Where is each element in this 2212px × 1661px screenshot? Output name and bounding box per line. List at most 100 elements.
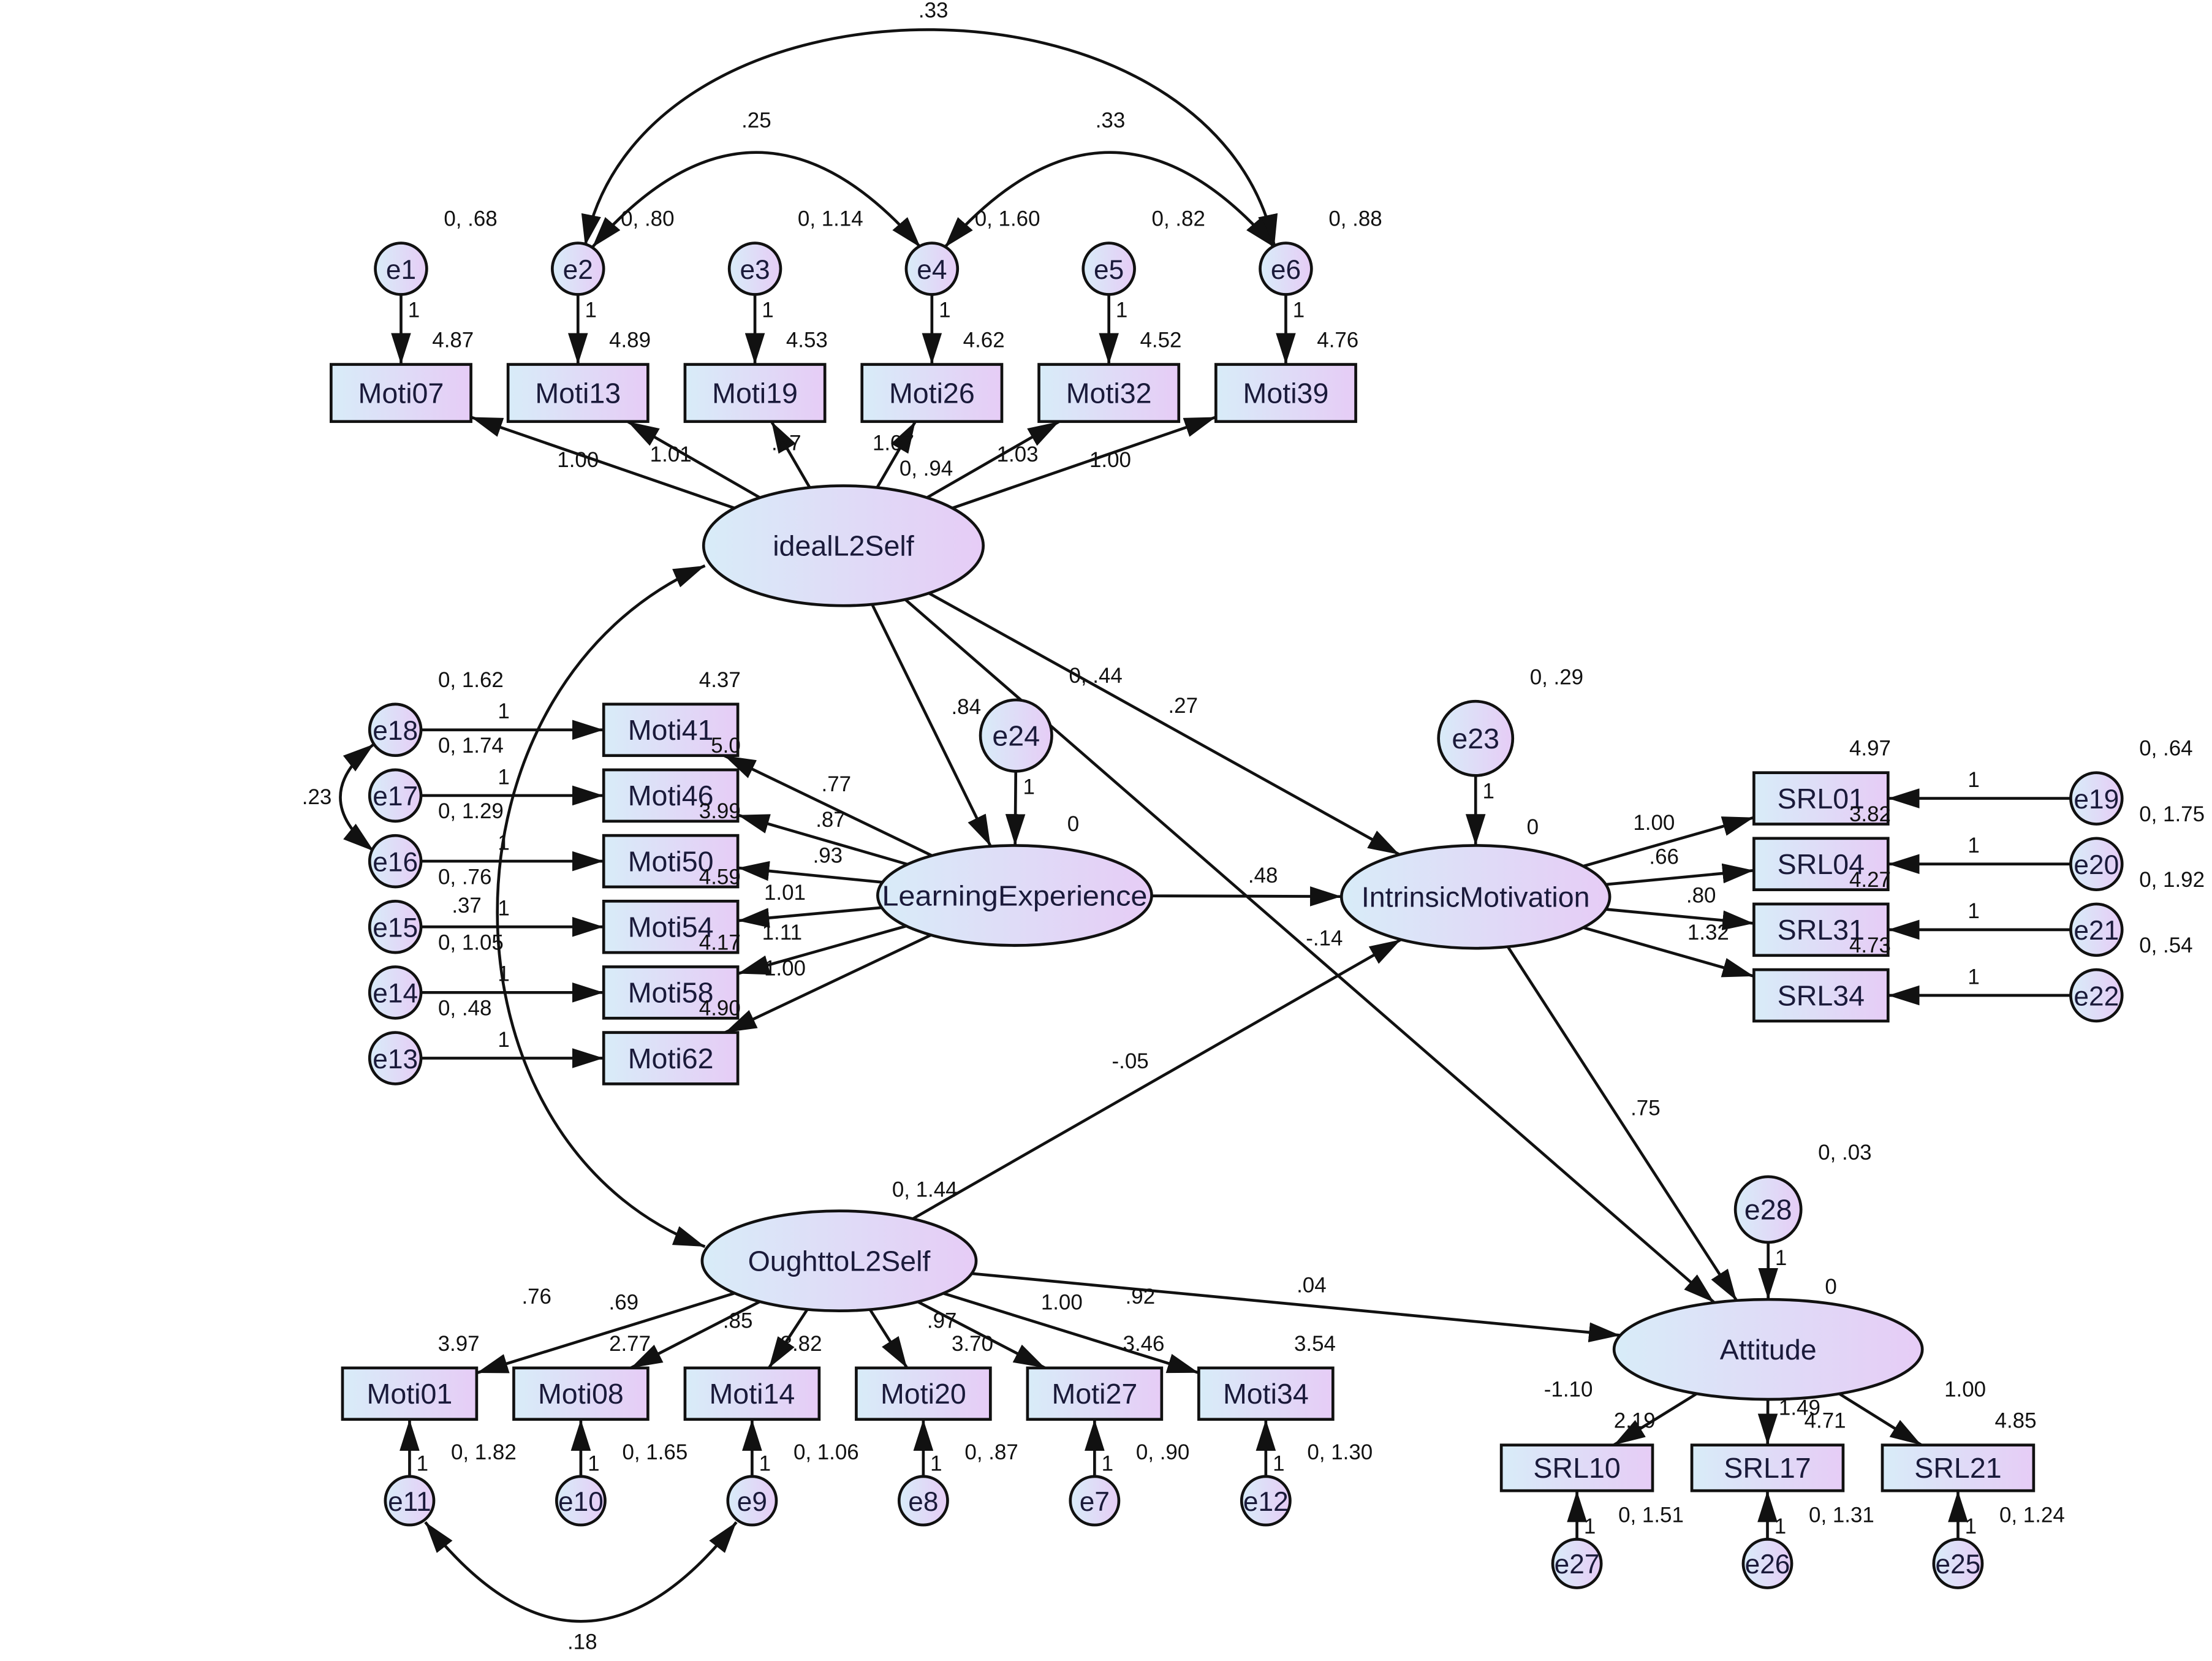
intercept-label: 5.0 (711, 734, 741, 758)
path-coefficient: .97 (927, 1309, 957, 1333)
observed-Moti20[interactable] (855, 1366, 992, 1421)
path-coefficient: .84 (951, 695, 981, 719)
error-e3[interactable] (727, 241, 782, 296)
error-weight: 1 (1968, 768, 1979, 792)
path-arrow-LearningExperience-to-Moti62 (724, 933, 932, 1034)
observed-Moti54[interactable] (602, 899, 740, 954)
observed-label: Moti13 (535, 377, 621, 409)
error-e19[interactable] (2069, 771, 2124, 826)
error-e26[interactable] (1741, 1538, 1793, 1589)
path-arrow-Attitude-to-SRL10 (1613, 1392, 1698, 1446)
observed-SRL31[interactable] (1752, 902, 1890, 957)
error-e23[interactable] (1437, 699, 1515, 777)
observed-Moti19[interactable] (683, 363, 827, 424)
observed-SRL21[interactable] (1881, 1443, 2036, 1492)
observed-label: SRL21 (1914, 1452, 2001, 1484)
path-arrow-idealL2Self-to-Moti32 (926, 420, 1060, 499)
error-variance: 0, .82 (1152, 207, 1205, 231)
observed-Moti41[interactable] (602, 702, 740, 758)
error-label: e15 (373, 913, 418, 943)
observed-Moti50[interactable] (602, 834, 740, 889)
path-arrow-LearningExperience-to-IntrinsicMotivation (1151, 886, 1342, 907)
observed-Moti34[interactable] (1197, 1366, 1335, 1421)
error-variance: 0, 1.14 (798, 207, 863, 231)
observed-Moti62[interactable] (602, 1031, 740, 1085)
intercept-label: 4.97 (1849, 737, 1891, 761)
error-variance: 0, .48 (438, 997, 491, 1021)
observed-Moti26[interactable] (860, 363, 1004, 424)
error-e27[interactable] (1551, 1538, 1603, 1589)
error-e21[interactable] (2069, 902, 2124, 957)
latent-Attitude[interactable] (1612, 1298, 1924, 1401)
error-e15[interactable] (368, 899, 423, 954)
latent-stat: 0 (1527, 815, 1539, 839)
observed-SRL04[interactable] (1752, 837, 1890, 891)
observed-Moti01[interactable] (341, 1366, 479, 1421)
intercept-label: 3.70 (952, 1332, 993, 1356)
error-e14[interactable] (368, 965, 423, 1020)
observed-SRL34[interactable] (1752, 968, 1890, 1023)
error-e6[interactable] (1259, 241, 1313, 296)
error-weight: 1 (1968, 834, 1979, 857)
latent-idealL2Self[interactable] (702, 484, 985, 607)
observed-Moti27[interactable] (1026, 1366, 1164, 1421)
error-e8[interactable] (897, 1475, 949, 1527)
path-arrow-idealL2Self-to-Moti07 (470, 416, 735, 510)
intercept-label: 3.82 (781, 1332, 822, 1356)
latent-label: IntrinsicMotivation (1362, 881, 1590, 913)
observed-label: Moti50 (628, 845, 714, 877)
error-label: e20 (2074, 850, 2119, 880)
path-arrow-LearningExperience-to-Moti46 (737, 813, 908, 866)
observed-Moti07[interactable] (330, 363, 472, 424)
observed-SRL10[interactable] (1499, 1443, 1654, 1492)
error-e1[interactable] (374, 241, 428, 296)
error-e17[interactable] (368, 768, 423, 823)
path-arrow-LearningExperience-to-Moti58 (737, 924, 907, 975)
error-e20[interactable] (2069, 837, 2124, 891)
error-e2[interactable] (551, 241, 605, 296)
path-arrow-idealL2Self-to-Moti13 (627, 420, 761, 499)
latent-label: Attitude (1720, 1334, 1817, 1366)
latent-OughttoL2Self[interactable] (700, 1209, 978, 1313)
error-e9[interactable] (726, 1475, 778, 1527)
observed-label: Moti34 (1223, 1378, 1309, 1410)
observed-SRL17[interactable] (1690, 1443, 1845, 1492)
error-label: e24 (992, 720, 1040, 751)
error-e12[interactable] (1240, 1475, 1292, 1527)
error-e13[interactable] (368, 1031, 423, 1085)
observed-Moti13[interactable] (506, 363, 650, 424)
intercept-label: 4.85 (1995, 1409, 2037, 1433)
intercept-label: 3.54 (1294, 1332, 1336, 1356)
intercept-label: 4.87 (432, 329, 474, 352)
error-variance: 0, 1.65 (622, 1440, 687, 1464)
observed-Moti14[interactable] (683, 1366, 821, 1421)
path-arrow-OughttoL2Self-to-Moti14 (767, 1309, 809, 1369)
error-e24[interactable] (979, 698, 1053, 773)
latent-LearningExperience[interactable] (876, 844, 1153, 947)
path-arrow-Attitude-to-SRL21 (1838, 1392, 1922, 1446)
error-e7[interactable] (1069, 1475, 1121, 1527)
error-e18[interactable] (368, 702, 423, 758)
error-e11[interactable] (384, 1475, 436, 1527)
observed-label: SRL31 (1778, 914, 1865, 946)
error-e4[interactable] (904, 241, 960, 296)
error-weight: 1 (759, 1452, 771, 1476)
error-e22[interactable] (2069, 968, 2124, 1023)
path-coefficient: 1.01 (650, 443, 692, 466)
error-e16[interactable] (368, 834, 423, 889)
observed-Moti58[interactable] (602, 965, 740, 1020)
observed-Moti32[interactable] (1037, 363, 1181, 424)
latent-IntrinsicMotivation[interactable] (1339, 844, 1612, 950)
intercept-label: 4.90 (699, 997, 741, 1021)
error-e25[interactable] (1932, 1538, 1984, 1589)
error-e5[interactable] (1081, 241, 1136, 296)
intercept-label: 3.97 (438, 1332, 480, 1356)
observed-Moti39[interactable] (1214, 363, 1357, 424)
error-e10[interactable] (555, 1475, 607, 1527)
observed-SRL01[interactable] (1752, 771, 1890, 826)
observed-Moti08[interactable] (512, 1366, 650, 1421)
error-weight: 1 (762, 298, 773, 322)
observed-Moti46[interactable] (602, 768, 740, 823)
error-weight: 1 (1775, 1246, 1787, 1270)
error-e28[interactable] (1733, 1175, 1803, 1244)
